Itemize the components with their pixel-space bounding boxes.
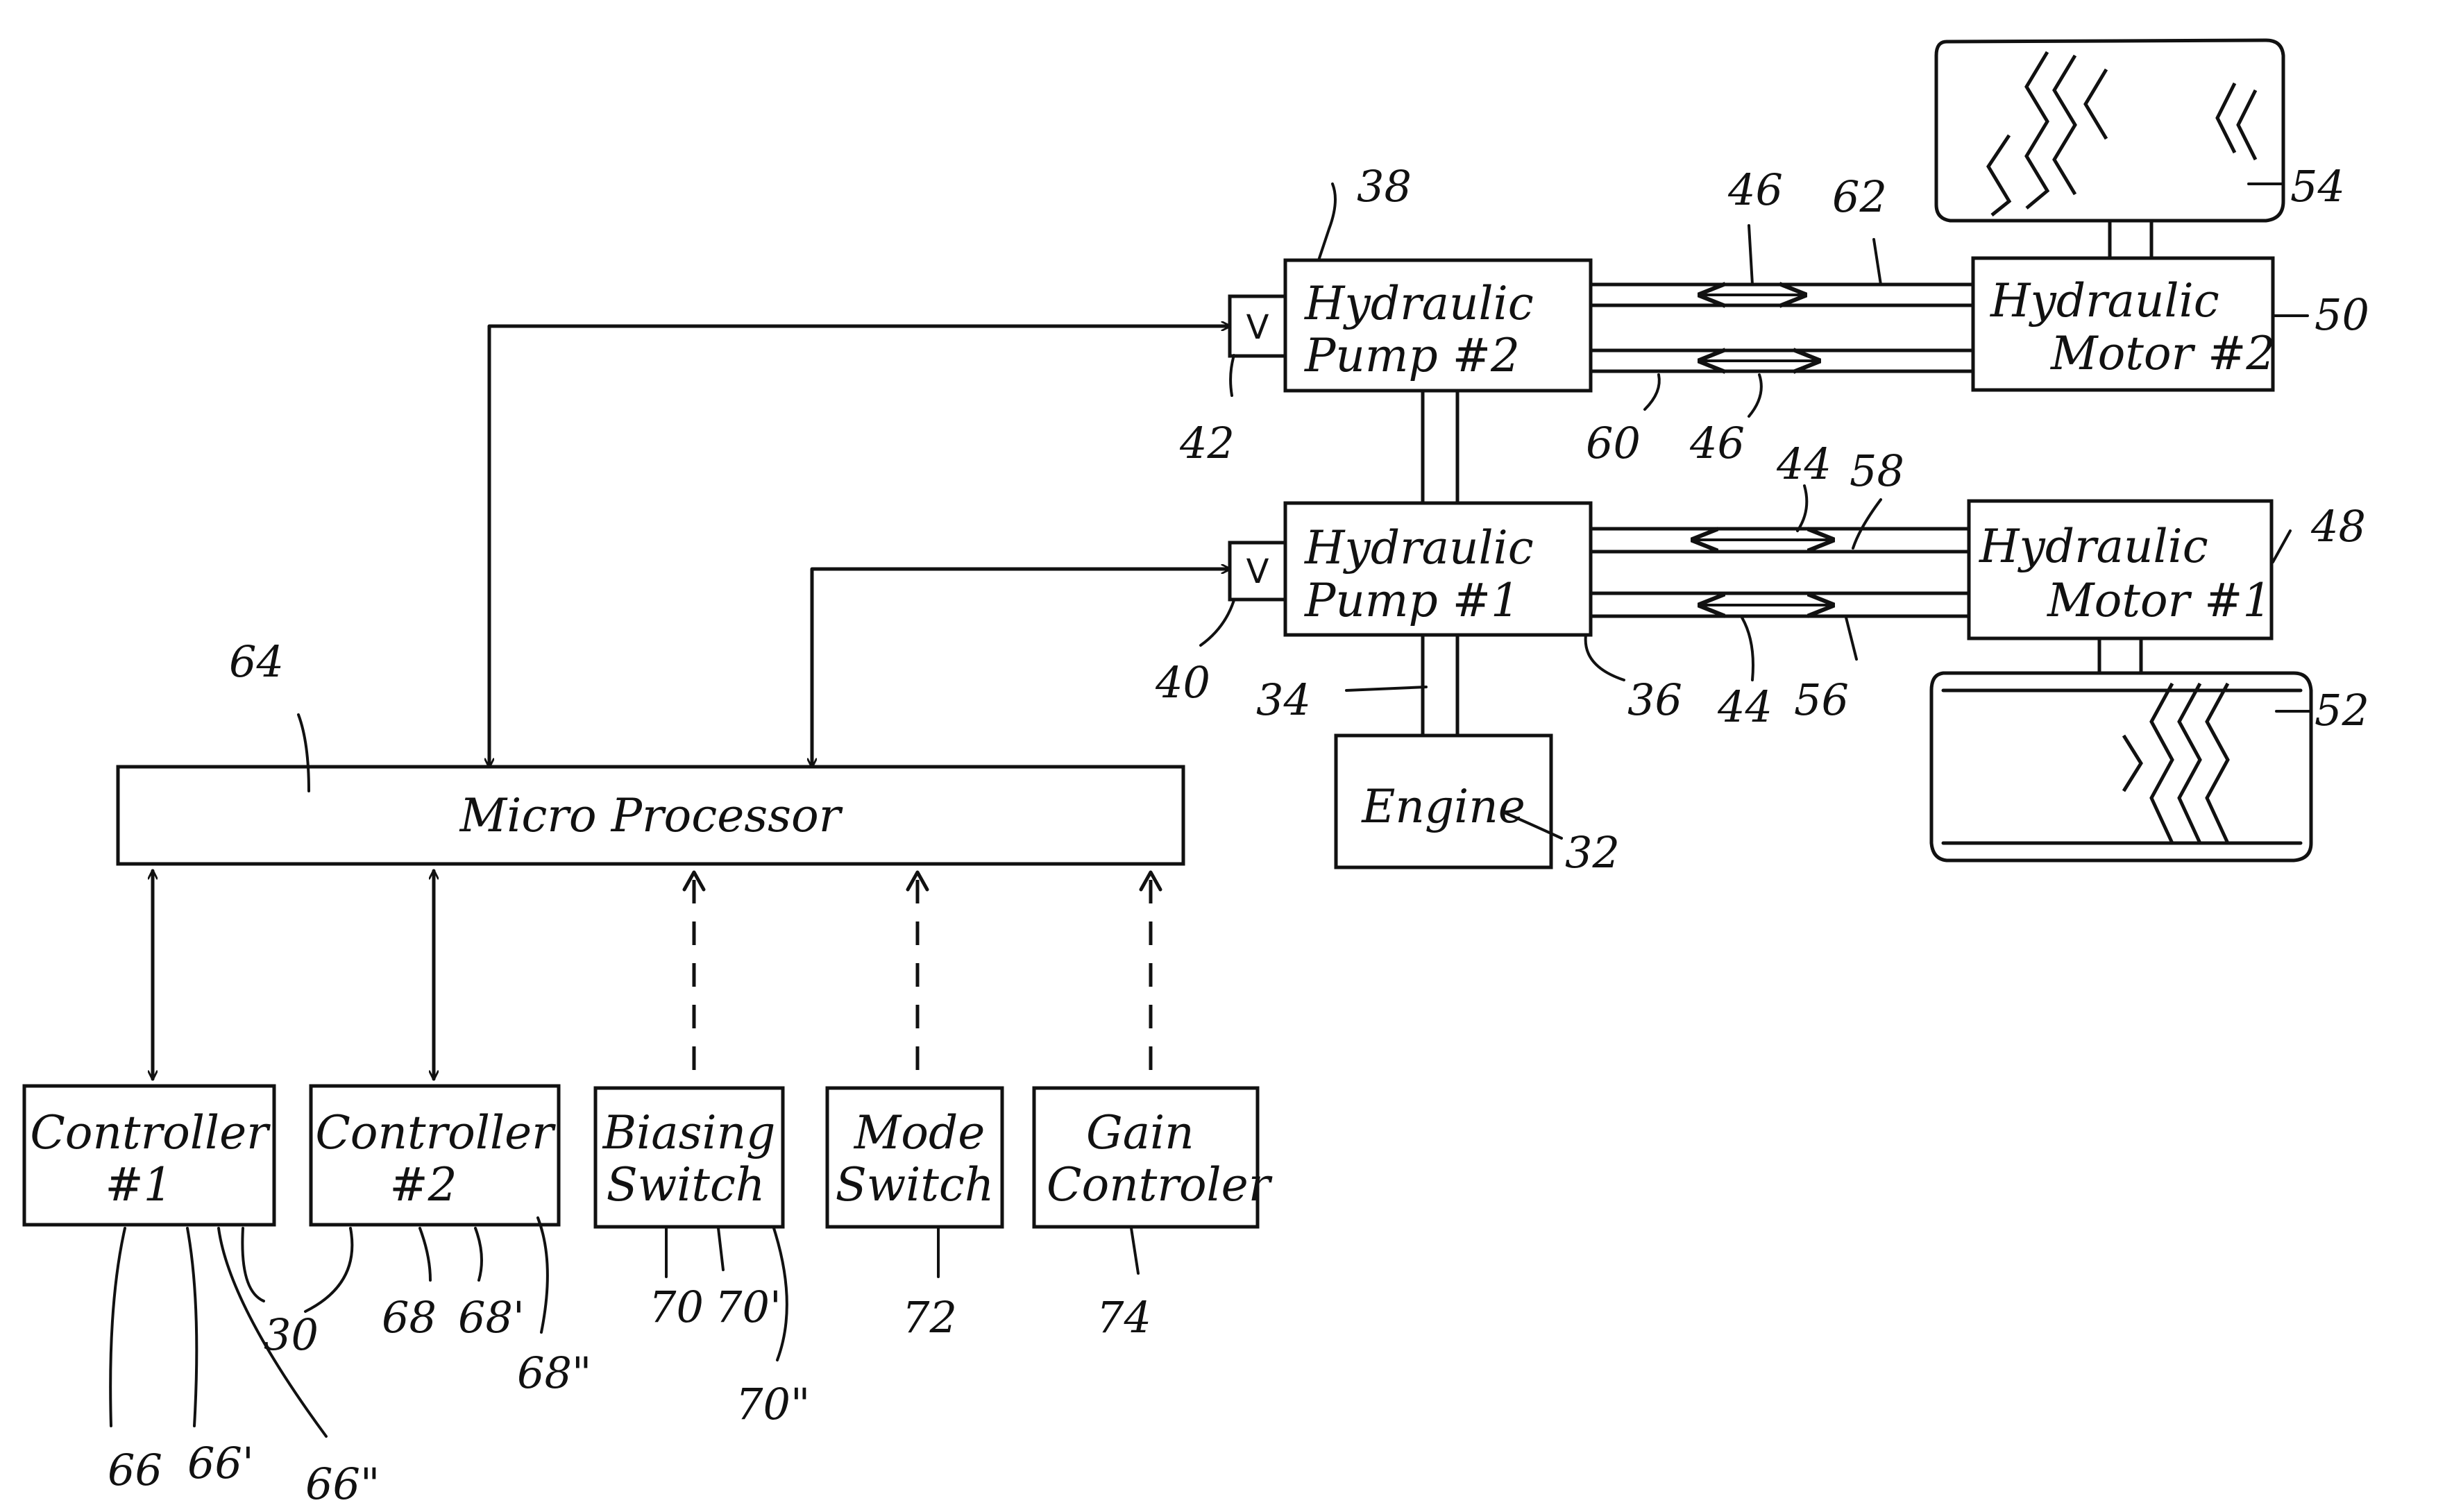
engine-label: Engine (1361, 780, 1525, 833)
wheel-52 (1931, 638, 2311, 860)
ref-70: 70 (649, 1282, 704, 1332)
ref-36: 36 (1627, 674, 1682, 725)
ref-62: 62 (1832, 171, 1887, 222)
pump2-block: Hydraulic Pump #2 (1285, 260, 1591, 391)
ref-54: 54 (2290, 161, 2345, 212)
controller2-block: Controller #2 (311, 1086, 559, 1225)
leader-lines (110, 184, 2311, 1436)
ref-40: 40 (1155, 657, 1210, 708)
ref-66-double-prime: 66" (305, 1459, 380, 1509)
ref-72: 72 (902, 1292, 957, 1343)
motor2-label-line1: Hydraulic (1990, 274, 2219, 328)
gain-controller-label-line2: Controler (1047, 1158, 1273, 1212)
valve1-label: V (1246, 552, 1269, 591)
reference-numerals: 38 42 40 34 36 32 46 62 60 46 44 58 44 5… (108, 161, 2369, 1509)
ref-70-prime: 70' (715, 1282, 781, 1332)
ref-32: 32 (1565, 827, 1620, 878)
pump2-label-line1: Hydraulic (1304, 277, 1534, 330)
gain-controller-label-line1: Gain (1086, 1106, 1194, 1160)
ref-66: 66 (108, 1445, 162, 1495)
controller1-label-line1: Controller (30, 1106, 271, 1160)
ref-50: 50 (2315, 289, 2369, 340)
pump1-block: Hydraulic Pump #1 (1285, 503, 1591, 635)
ref-52: 52 (2315, 685, 2369, 736)
engine-block: Engine (1336, 736, 1551, 867)
motor2-block: Hydraulic Motor #2 (1973, 258, 2275, 390)
ref-34: 34 (1256, 674, 1311, 725)
wheel-54 (1936, 40, 2283, 258)
mode-switch-block: Mode Switch (827, 1088, 1002, 1227)
motor2-label-line2: Motor #2 (2050, 327, 2275, 380)
biasing-switch-label-line2: Switch (607, 1158, 765, 1212)
ref-68: 68 (382, 1292, 437, 1343)
ref-44-bottom: 44 (1717, 681, 1773, 732)
biasing-switch-block: Biasing Switch (595, 1088, 783, 1227)
pump1-label-line2: Pump #1 (1304, 574, 1520, 627)
controller2-label-line1: Controller (315, 1106, 556, 1160)
valve1-block: V (1230, 543, 1285, 600)
ref-68-double-prime: 68" (517, 1348, 591, 1398)
biasing-switch-label-line1: Biasing (602, 1106, 776, 1160)
pump2-label-line2: Pump #2 (1304, 329, 1520, 382)
ref-74: 74 (1097, 1292, 1151, 1343)
ref-46-bottom: 46 (1689, 418, 1745, 468)
controller1-label-line2: #1 (105, 1158, 172, 1212)
pump1-label-line1: Hydraulic (1304, 521, 1534, 575)
ref-58: 58 (1850, 445, 1904, 496)
ref-68-prime: 68' (458, 1292, 525, 1343)
motor1-label-line2: Motor #1 (2047, 574, 2271, 627)
ref-30: 30 (264, 1309, 319, 1360)
ref-38: 38 (1357, 161, 1412, 212)
ref-48: 48 (2310, 501, 2366, 552)
control-line-to-valve2 (489, 326, 1230, 767)
mode-switch-label-line1: Mode (854, 1106, 985, 1160)
hydraulic-lines-62-60 (1591, 284, 1973, 371)
valve2-block: V (1230, 296, 1285, 356)
valve2-label: V (1246, 308, 1269, 347)
controller1-block: Controller #1 (24, 1086, 274, 1225)
ref-56: 56 (1794, 674, 1849, 725)
mode-switch-label-line2: Switch (836, 1158, 995, 1212)
controller2-label-line2: #2 (389, 1158, 457, 1212)
ref-46-top: 46 (1727, 164, 1783, 215)
ref-42: 42 (1179, 418, 1235, 468)
ref-44-top: 44 (1776, 439, 1831, 489)
gain-controller-block: Gain Controler (1034, 1088, 1273, 1227)
shaft-pump2-to-pump1 (1423, 391, 1457, 503)
ref-60: 60 (1586, 418, 1641, 468)
motor1-block: Hydraulic Motor #1 (1969, 501, 2271, 638)
microprocessor-label: Micro Processor (459, 789, 843, 842)
ref-70-double-prime: 70" (736, 1379, 810, 1429)
motor1-label-line1: Hydraulic (1979, 520, 2208, 573)
ref-64: 64 (229, 636, 284, 687)
hydraulic-lines-58-56 (1591, 529, 1969, 616)
shaft-34-engine (1423, 635, 1457, 736)
ref-66-prime: 66' (187, 1438, 254, 1488)
microprocessor-block: Micro Processor (118, 767, 1183, 864)
